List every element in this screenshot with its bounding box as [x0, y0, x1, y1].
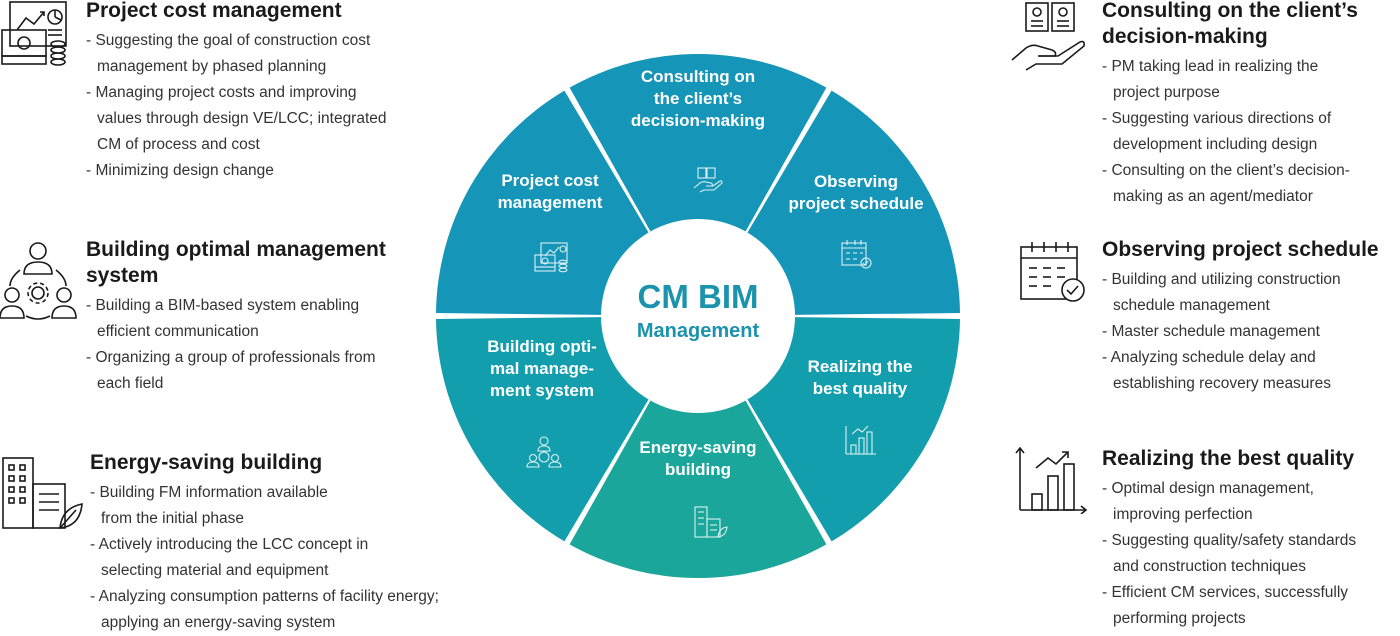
- right-block-quality: Realizing the best quality Optimal desig…: [1102, 446, 1392, 632]
- left-block-title: Building optimal management system: [86, 238, 386, 287]
- buildings-leaf-icon: [2, 457, 83, 529]
- list-item: Efficient CM services, successfully perf…: [1102, 580, 1365, 632]
- right-block-title: Consulting on the client’s decision-maki…: [1102, 0, 1358, 48]
- right-block-title: Realizing the best quality: [1102, 447, 1355, 470]
- left-block-title: Energy-saving building: [90, 451, 323, 474]
- calendar-check-icon: [841, 240, 872, 269]
- list-item: Organizing a group of professionals from…: [86, 345, 377, 397]
- left-block-title: Project cost management: [86, 0, 342, 22]
- list-item: Managing project costs and improving val…: [86, 80, 401, 158]
- right-block-consulting: Consulting on the client’s decision-maki…: [1102, 0, 1392, 210]
- list-item: Suggesting the goal of construction cost…: [86, 28, 397, 80]
- bar-chart-up-icon: [845, 425, 876, 455]
- people-network-icon: [526, 436, 562, 468]
- hand-documents-icon: [1011, 2, 1085, 71]
- list-item: Analyzing schedule delay and establishin…: [1102, 345, 1349, 397]
- wheel-center-circle: [601, 219, 795, 413]
- bar-chart-up-icon: [1015, 446, 1088, 515]
- left-block-cost: Project cost management Suggesting the g…: [86, 0, 416, 184]
- hand-documents-icon: [693, 167, 723, 193]
- list-item: Building and utilizing construction sche…: [1102, 267, 1377, 319]
- right-block-list: Optimal design management, improving per…: [1102, 476, 1392, 632]
- list-item: PM taking lead in realizing the project …: [1102, 54, 1345, 106]
- list-item: Consulting on the client’s decision-maki…: [1102, 158, 1383, 210]
- left-block-list: Suggesting the goal of construction cost…: [86, 28, 416, 184]
- left-icon-cost: [0, 0, 74, 75]
- list-item: Building a BIM-based system enabling eff…: [86, 293, 387, 345]
- left-block-energy: Energy-saving building Building FM infor…: [90, 450, 470, 636]
- right-icon-quality: [1014, 446, 1088, 519]
- calendar-check-icon: [1020, 242, 1085, 302]
- left-block-system: Building optimal management system Build…: [86, 237, 416, 397]
- list-item: Optimal design management, improving per…: [1102, 476, 1349, 528]
- people-network-icon: [0, 242, 77, 320]
- cost-chart-money-icon: [534, 242, 568, 273]
- center-subtitle: Management: [637, 320, 760, 342]
- right-block-list: Building and utilizing construction sche…: [1102, 267, 1392, 397]
- left-block-list: Building FM information available from t…: [90, 480, 470, 636]
- cost-chart-money-icon: [1, 1, 67, 66]
- right-block-list: PM taking lead in realizing the project …: [1102, 54, 1392, 210]
- left-icon-system: [0, 240, 80, 327]
- center-title: CM BIM: [638, 278, 759, 315]
- list-item: Building FM information available from t…: [90, 480, 363, 532]
- buildings-leaf-icon: [694, 506, 728, 538]
- right-block-schedule: Observing project schedule Building and …: [1102, 237, 1392, 397]
- right-icon-schedule: [1018, 240, 1086, 309]
- list-item: Minimizing design change: [86, 158, 416, 184]
- left-block-list: Building a BIM-based system enabling eff…: [86, 293, 416, 397]
- list-item: Analyzing consumption patterns of facili…: [90, 584, 476, 636]
- right-block-title: Observing project schedule: [1102, 238, 1379, 261]
- list-item: Master schedule management: [1102, 319, 1392, 345]
- list-item: Suggesting various directions of develop…: [1102, 106, 1361, 158]
- wheel-segment: [569, 316, 827, 579]
- left-icon-energy: [0, 456, 86, 535]
- list-item: Suggesting quality/safety standards and …: [1102, 528, 1383, 580]
- wheel-segment-label: Building opti-mal manage-ment system: [487, 337, 597, 400]
- list-item: Actively introducing the LCC concept in …: [90, 532, 401, 584]
- right-icon-consulting: [1010, 0, 1086, 77]
